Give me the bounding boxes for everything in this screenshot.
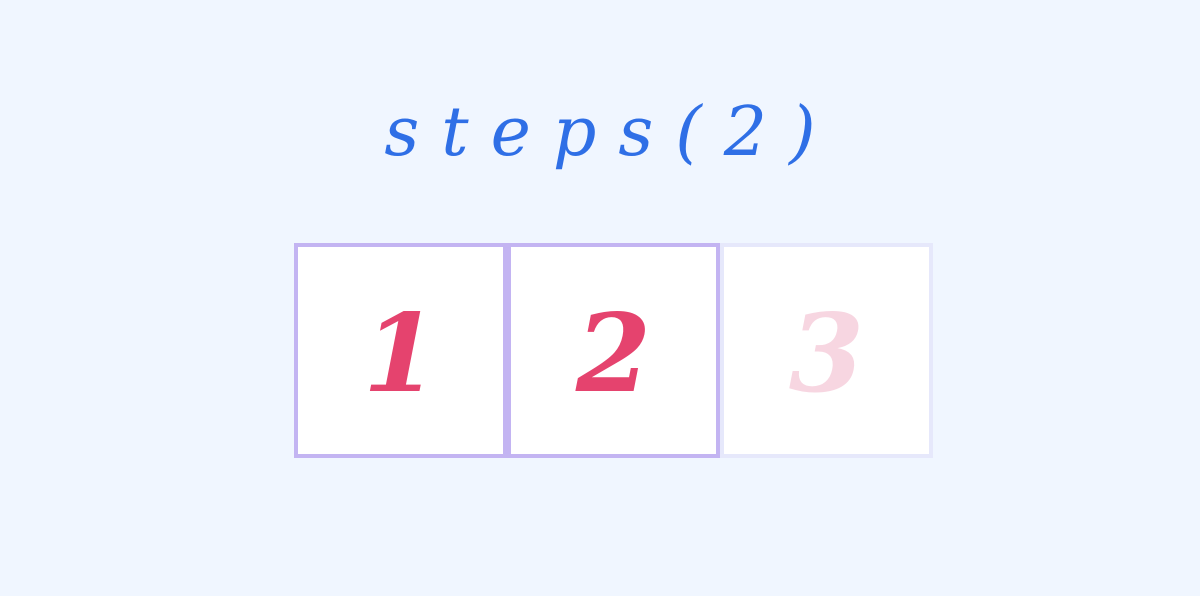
step-number-1: 1: [362, 290, 439, 417]
step-number-2: 2: [575, 290, 652, 417]
step-number-3: 3: [788, 290, 865, 417]
step-cell-2: 2: [507, 243, 720, 458]
step-cell-1: 1: [294, 243, 507, 458]
step-cell-3: 3: [720, 243, 933, 458]
steps-title: steps(2): [384, 93, 838, 172]
